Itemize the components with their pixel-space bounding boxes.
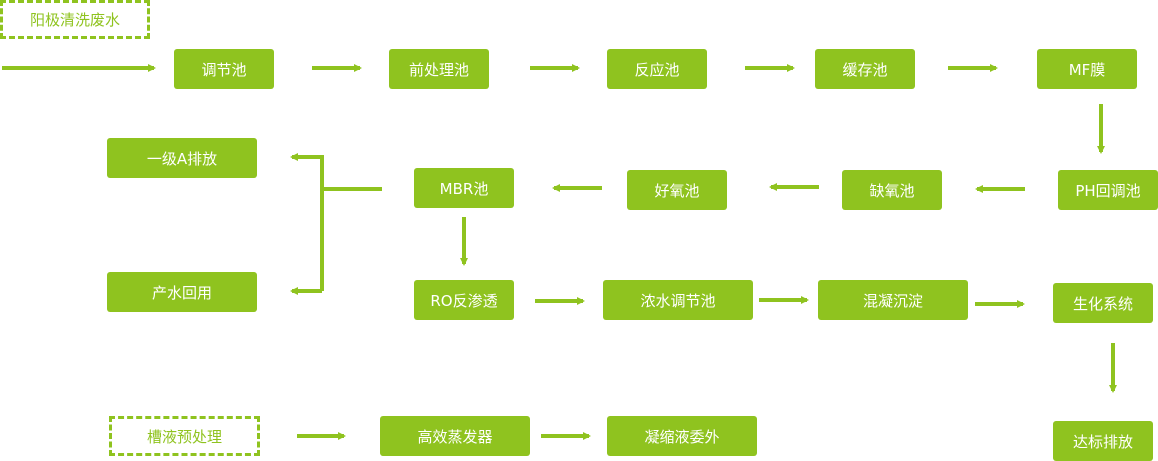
node-anoxic-tank: 缺氧池 bbox=[842, 170, 942, 210]
node-concentrate-regulating-tank: 浓水调节池 bbox=[603, 280, 753, 320]
node-mf-membrane: MF膜 bbox=[1037, 49, 1137, 89]
node-coagulation-sedimentation: 混凝沉淀 bbox=[818, 280, 968, 320]
node-aerobic-tank: 好氧池 bbox=[627, 170, 727, 210]
node-condensate-outsourcing: 凝缩液委外 bbox=[607, 416, 757, 456]
node-grade-a-discharge: 一级A排放 bbox=[107, 138, 257, 178]
node-buffer-tank: 缓存池 bbox=[815, 49, 915, 89]
arrow-mbr-to-grade-a bbox=[290, 153, 324, 291]
node-pretreatment-tank: 前处理池 bbox=[389, 49, 489, 89]
node-reaction-tank: 反应池 bbox=[607, 49, 707, 89]
node-mbr-tank: MBR池 bbox=[414, 168, 514, 208]
node-compliant-discharge: 达标排放 bbox=[1053, 421, 1153, 461]
node-ph-adjust-tank: PH回调池 bbox=[1058, 170, 1158, 210]
node-biochemical-system: 生化系统 bbox=[1053, 283, 1153, 323]
node-ro-reverse-osmosis: RO反渗透 bbox=[414, 280, 514, 320]
node-high-efficiency-evaporator: 高效蒸发器 bbox=[380, 416, 530, 456]
node-water-reuse: 产水回用 bbox=[107, 272, 257, 312]
input-tank-pretreatment: 槽液预处理 bbox=[109, 416, 260, 456]
input-anode-wastewater: 阳极清洗废水 bbox=[0, 0, 150, 39]
node-regulating-tank: 调节池 bbox=[174, 49, 274, 89]
